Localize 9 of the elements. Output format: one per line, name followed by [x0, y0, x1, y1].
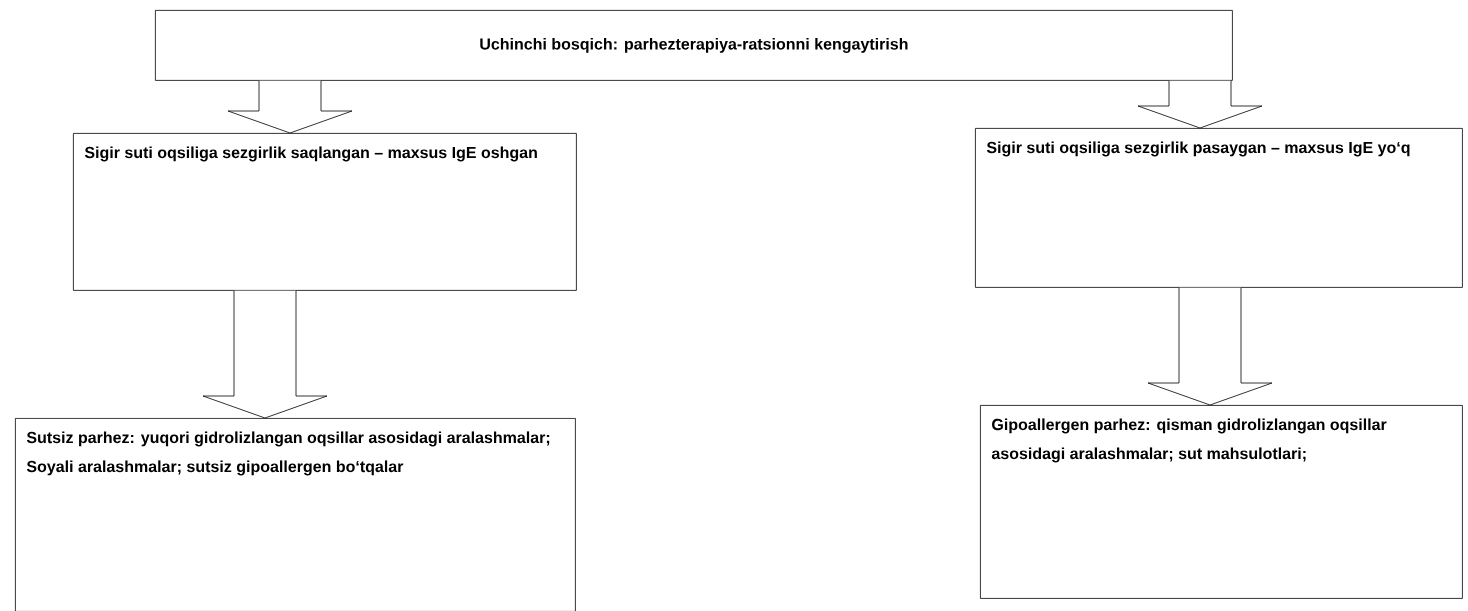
block-arrow	[202, 290, 328, 419]
text-box: Sigir suti oqsiliga sezgirlik saqlangan – maxsus IgE oshgan	[73, 133, 577, 291]
block-arrow	[1147, 287, 1273, 406]
block-arrow	[1137, 80, 1263, 129]
block-arrow	[227, 80, 353, 134]
text-box: Uchinchi bosqich: parhezterapiya-ratsionni kengaytirish	[155, 10, 1233, 81]
text-box: Gipoallergen parhez: qisman gidrolizlangan oqsillar asosidagi aralashmalar; sut mahsulotlari;	[980, 405, 1463, 599]
text-box: Sutsiz parhez: yuqori gidrolizlangan oqsillar asosidagi aralashmalar; Soyali aralashmalar; sutsiz gipoallergen bo‘tqalar	[15, 418, 576, 611]
text-box: Sigir suti oqsiliga sezgirlik pasaygan – maxsus IgE yo‘q	[975, 128, 1463, 288]
